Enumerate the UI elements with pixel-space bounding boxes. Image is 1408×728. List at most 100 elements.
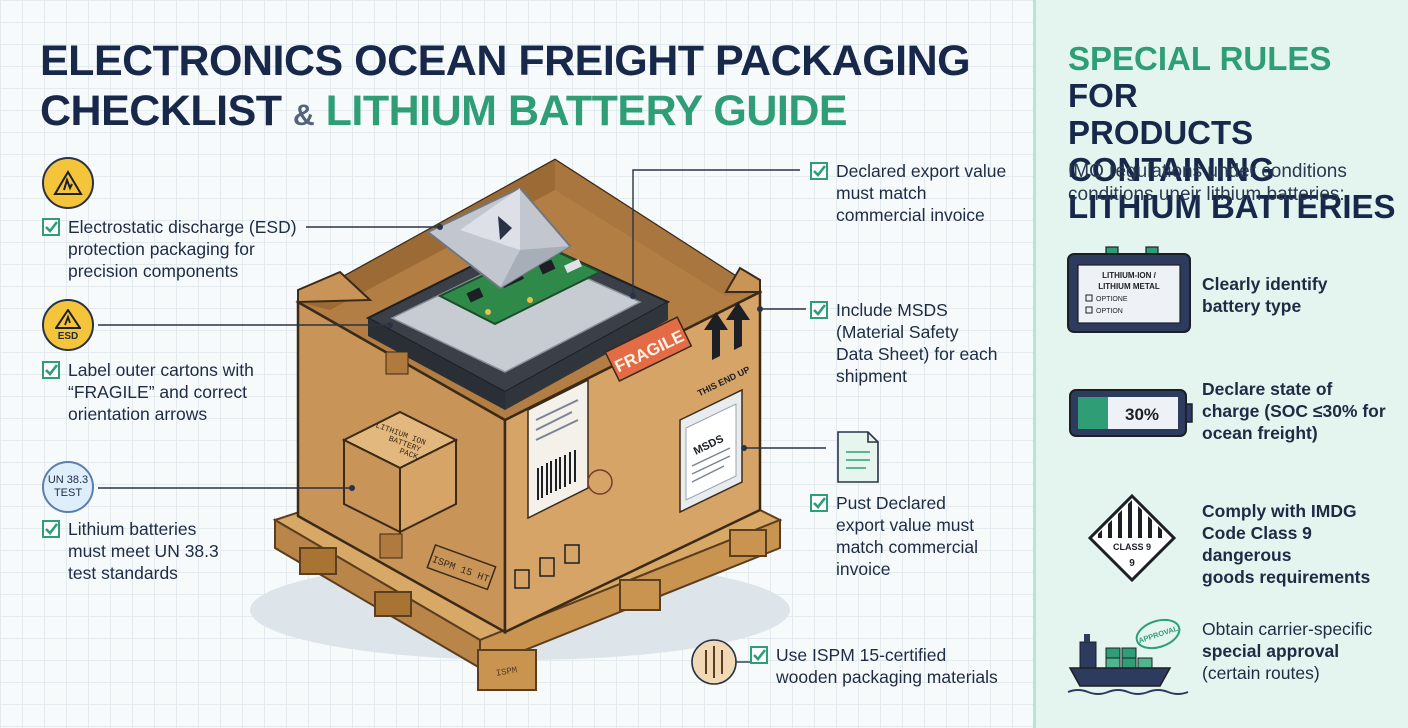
checklist-item-msds: Include MSDS (Material Safety Data Sheet…: [810, 299, 1025, 387]
class9-hazard-icon: CLASS 9 9: [1087, 493, 1177, 582]
battery-charge-icon: 30%: [1069, 389, 1193, 437]
sidebar-title-line-2: PRODUCTS CONTAINING: [1068, 114, 1275, 188]
checklist-item-un383: Lithium batteries must meet UN 38.3 test…: [42, 518, 282, 584]
crate-illustration: ISPM: [98, 158, 879, 691]
leader-lines: [98, 169, 826, 489]
esd-badge-label: ESD: [57, 330, 79, 342]
item-line: wooden packaging materials: [776, 667, 998, 687]
subtitle-line-2: conditions uneir lithium batteries:: [1068, 184, 1345, 205]
inspection-stamp: [587, 469, 613, 495]
rule-line: ocean freight): [1202, 423, 1318, 443]
checklist-item-declared-value: Pust Declared export value must match co…: [810, 492, 1025, 580]
lithium-sidebar: SPECIAL RULES FOR PRODUCTS CONTAINING LI…: [1033, 0, 1408, 728]
item-line: test standards: [68, 563, 178, 583]
item-line: shipment: [836, 366, 908, 386]
item-line: Pust Declared: [836, 493, 946, 513]
un383-badge: UN 38.3 TEST: [42, 461, 94, 513]
rule-text: Declare state of charge (SOC ≤30% for oc…: [1202, 378, 1402, 444]
item-line: export value must: [836, 515, 975, 535]
item-line: Lithium batteries: [68, 519, 197, 539]
sidebar-title: SPECIAL RULES FOR PRODUCTS CONTAINING LI…: [1068, 40, 1398, 225]
cargo-ship-icon: APPROVAL: [1067, 618, 1189, 695]
rule-line: Obtain carrier-specific: [1202, 619, 1373, 639]
charge-level-fill: [1078, 397, 1108, 429]
rule-text: Comply with IMDG Code Class 9 dangerous …: [1202, 500, 1402, 588]
item-line: “FRAGILE” and correct: [68, 382, 247, 402]
item-line: commercial invoice: [836, 205, 985, 225]
sidebar-title-line-3: LITHIUM BATTERIES: [1068, 188, 1396, 225]
rule-state-of-charge: 30% Declare state of charge (SOC ≤30% fo…: [1066, 372, 1406, 462]
check-icon: [42, 218, 60, 236]
item-line: Declared export value: [836, 161, 1007, 181]
check-icon: [810, 301, 828, 319]
esd-label-badge: ESD: [42, 299, 94, 351]
battery-label-line-1: LITHIUM-ION /: [1102, 271, 1157, 280]
rule-text: Obtain carrier-specific special approval…: [1202, 618, 1402, 684]
rule-line: Code Class 9 dangerous: [1202, 523, 1312, 565]
class9-number: 9: [1129, 558, 1135, 569]
document-icon: [837, 431, 879, 483]
item-line: orientation arrows: [68, 404, 208, 424]
item-line: match commercial: [836, 537, 978, 557]
title-line-2: CHECKLIST & LITHIUM BATTERY GUIDE: [40, 86, 1020, 141]
check-icon: [750, 646, 768, 664]
esd-warning-badge: [42, 157, 94, 209]
item-line: must meet UN 38.3: [68, 541, 219, 561]
checklist-item-ispm15: Use ISPM 15-certified wooden packaging m…: [750, 644, 1025, 688]
shipping-label: [527, 378, 589, 520]
rule-carrier-approval: APPROVAL Obtain carrier-specific special…: [1066, 612, 1406, 702]
un-badge-line-1: UN 38.3: [47, 474, 89, 486]
page-title: ELECTRONICS OCEAN FREIGHT PACKAGING CHEC…: [40, 36, 1020, 141]
rule-line: Declare state of: [1202, 379, 1333, 399]
pallet-stamp: ISPM: [495, 665, 518, 679]
esd-bag: [426, 186, 572, 290]
battery-pack-box: LITHIUM ION BATTERY PACK: [341, 410, 459, 534]
subtitle-line-1: IMO regulations under conditions: [1068, 161, 1347, 182]
rule-line: (certain routes): [1202, 663, 1320, 683]
checklist-item-export-value: Declared export value must match commerc…: [810, 160, 1025, 226]
rule-line: Comply with IMDG: [1202, 501, 1357, 521]
check-icon: [810, 494, 828, 512]
item-line: protection packaging for: [68, 239, 255, 259]
rule-line: battery type: [1202, 296, 1302, 316]
rule-line: charge (SOC ≤30% for: [1202, 401, 1386, 421]
check-icon: [42, 361, 60, 379]
soc-value: 30%: [1125, 405, 1159, 424]
item-line: precision components: [68, 261, 239, 281]
item-line: Use ISPM 15-certified: [776, 645, 947, 665]
rule-battery-type: LITHIUM-ION / LITHIUM METAL OPTIONE OPTI…: [1066, 245, 1406, 335]
title-line-1: ELECTRONICS OCEAN FREIGHT PACKAGING: [40, 37, 971, 85]
approval-stamp-icon: APPROVAL: [1135, 618, 1181, 650]
ispm-wood-icon: [691, 639, 752, 685]
rule-line: special approval: [1202, 641, 1340, 661]
sidebar-subtitle: IMO regulations under conditions conditi…: [1068, 160, 1398, 206]
un-badge-line-2: TEST: [53, 487, 83, 499]
title-accent: LITHIUM BATTERY GUIDE: [325, 87, 848, 135]
battery-option-1: OPTIONE: [1096, 296, 1128, 303]
main-panel: ELECTRONICS OCEAN FREIGHT PACKAGING CHEC…: [40, 36, 1025, 691]
sidebar-title-accent: SPECIAL RULES: [1068, 40, 1332, 77]
rule-imdg-class9: CLASS 9 9 Comply with IMDG Code Class 9 …: [1066, 492, 1406, 587]
rule-line: goods requirements: [1202, 567, 1371, 587]
item-line: must match: [836, 183, 927, 203]
battery-option-2: OPTION: [1096, 308, 1123, 315]
handling-icons: [514, 544, 580, 589]
sidebar-title-for: FOR: [1068, 77, 1138, 114]
item-line: Electrostatic discharge (ESD): [68, 217, 297, 237]
rule-text: Clearly identify battery type: [1202, 273, 1402, 317]
checklist-item-esd: Electrostatic discharge (ESD) protection…: [42, 216, 312, 282]
title-ampersand: &: [293, 99, 315, 132]
check-icon: [810, 162, 828, 180]
class9-label: CLASS 9: [1113, 542, 1151, 552]
item-line: Label outer cartons with: [68, 360, 254, 380]
battery-label-icon: LITHIUM-ION / LITHIUM METAL OPTIONE OPTI…: [1067, 246, 1191, 333]
battery-label-line-2: LITHIUM METAL: [1098, 282, 1160, 291]
check-icon: [42, 520, 60, 538]
title-checklist: CHECKLIST: [40, 87, 282, 135]
msds-pouch: MSDS: [679, 388, 743, 514]
item-line: invoice: [836, 559, 891, 579]
item-line: Include MSDS: [836, 300, 948, 320]
esd-hand-icon: [53, 170, 83, 195]
item-line: Data Sheet) for each: [836, 344, 998, 364]
esd-symbol-icon: [55, 308, 81, 329]
